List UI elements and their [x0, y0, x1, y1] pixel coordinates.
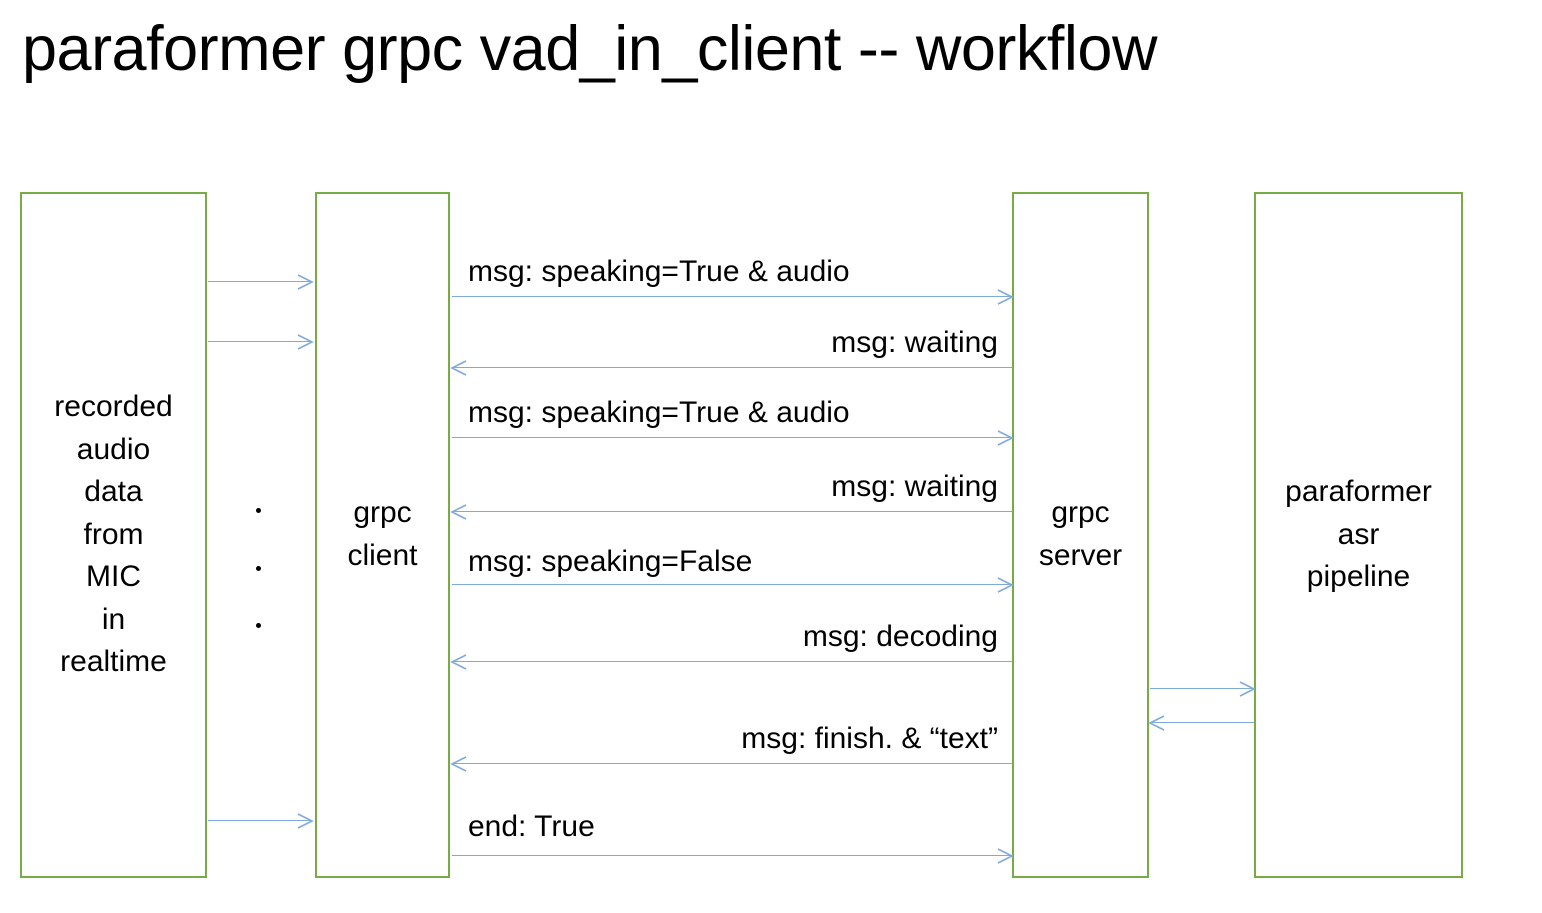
message-label-5: msg: speaking=False — [468, 545, 753, 578]
arrow-message-2 — [450, 360, 1012, 376]
arrowhead-right-icon — [996, 288, 1014, 306]
node-grpc-server[interactable]: grpc server — [1012, 192, 1149, 878]
arrow-message-1 — [452, 289, 1014, 305]
arrow-shaft — [452, 763, 1012, 764]
arrow-server-to-pipeline — [1150, 681, 1256, 697]
arrow-shaft — [208, 341, 312, 342]
arrow-message-6 — [450, 654, 1012, 670]
arrow-message-8 — [452, 848, 1014, 864]
arrow-message-3 — [452, 430, 1014, 446]
arrowhead-right-icon — [996, 847, 1014, 865]
node-grpc-server-label: grpc server — [1038, 496, 1123, 572]
arrowhead-left-icon — [1148, 714, 1166, 732]
arrowhead-left-icon — [450, 503, 468, 521]
arrow-shaft — [452, 367, 1012, 368]
message-label-8: end: True — [468, 810, 595, 843]
arrow-shaft — [452, 296, 1012, 297]
arrowhead-left-icon — [450, 755, 468, 773]
arrowhead-left-icon — [450, 653, 468, 671]
arrow-shaft — [452, 437, 1012, 438]
arrow-shaft — [1150, 688, 1254, 689]
arrowhead-right-icon — [296, 273, 314, 291]
message-label-1: msg: speaking=True & audio — [468, 255, 850, 288]
message-label-2: msg: waiting — [831, 326, 998, 359]
page-title: paraformer grpc vad_in_client -- workflo… — [22, 14, 1157, 84]
arrowhead-right-icon — [996, 576, 1014, 594]
arrowhead-right-icon — [1238, 680, 1256, 698]
node-asr-pipeline[interactable]: paraformer asr pipeline — [1254, 192, 1463, 878]
ellipsis-dot — [255, 623, 261, 628]
message-label-6: msg: decoding — [802, 620, 998, 653]
node-recorded-audio[interactable]: recorded audio data from MIC in realtime — [20, 192, 207, 878]
arrow-message-4 — [450, 504, 1012, 520]
arrowhead-right-icon — [996, 429, 1014, 447]
node-recorded-audio-label: recorded audio data from MIC in realtime — [54, 389, 173, 679]
node-grpc-client-label: grpc client — [347, 496, 418, 572]
node-grpc-client[interactable]: grpc client — [315, 192, 450, 878]
arrow-shaft — [208, 820, 312, 821]
arrow-shaft — [452, 511, 1012, 512]
message-label-7: msg: finish. & “text” — [741, 722, 998, 755]
arrowhead-right-icon — [296, 812, 314, 830]
arrow-mic-to-client-3 — [208, 813, 314, 829]
arrow-mic-to-client-1 — [208, 274, 314, 290]
arrowhead-left-icon — [450, 359, 468, 377]
arrow-shaft — [452, 855, 1012, 856]
arrow-mic-to-client-2 — [208, 334, 314, 350]
arrow-pipeline-to-server — [1148, 715, 1254, 731]
arrow-shaft — [1150, 722, 1254, 723]
message-label-4: msg: waiting — [831, 470, 998, 503]
node-asr-pipeline-label: paraformer asr pipeline — [1285, 475, 1432, 594]
stream-ellipsis — [238, 508, 278, 628]
arrow-shaft — [452, 584, 1012, 585]
arrow-message-7 — [450, 756, 1012, 772]
arrow-shaft — [452, 661, 1012, 662]
arrow-message-5 — [452, 577, 1014, 593]
ellipsis-dot — [255, 565, 261, 571]
message-label-3: msg: speaking=True & audio — [468, 396, 850, 429]
ellipsis-dot — [255, 508, 261, 513]
arrow-shaft — [208, 281, 312, 282]
arrowhead-right-icon — [296, 333, 314, 351]
